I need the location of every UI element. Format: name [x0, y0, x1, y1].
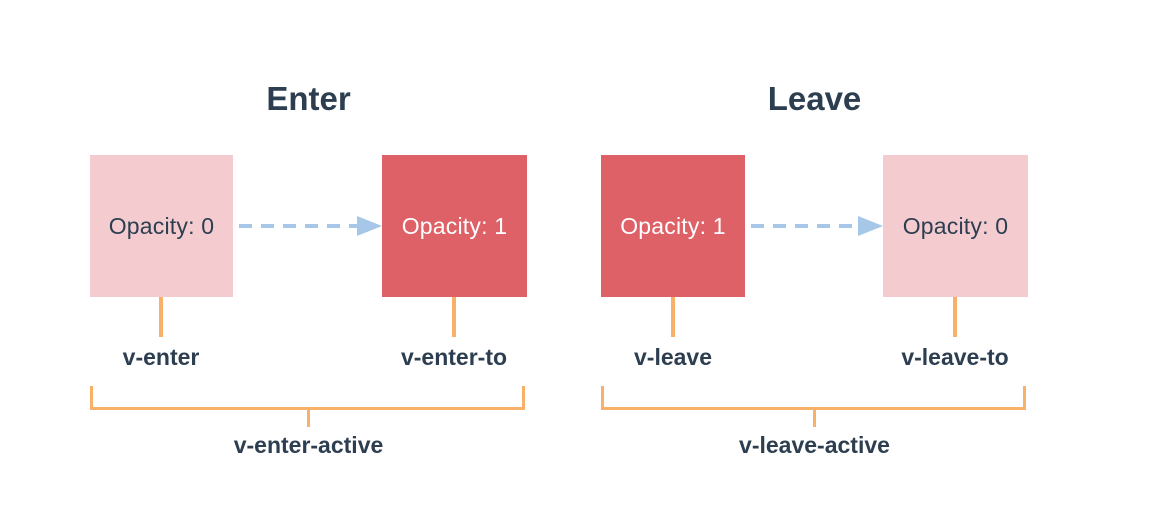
arrowhead-icon — [357, 216, 382, 236]
enter-transition-arrow-icon — [233, 155, 382, 297]
dashed-line — [751, 224, 858, 228]
bracket-left-end — [601, 386, 604, 410]
arrowhead-icon — [858, 216, 883, 236]
leave-transition-arrow-icon — [745, 155, 883, 297]
leave-section-title: Leave — [767, 80, 862, 117]
enter-section-title: Enter — [266, 80, 351, 117]
leave-end-connector-line — [953, 297, 957, 337]
v-enter-to-label: v-enter-to — [400, 344, 508, 370]
v-leave-to-label: v-leave-to — [901, 344, 1009, 370]
leave-active-bracket — [601, 407, 1026, 410]
leave-transition-section: Leave Opacity: 1 Opacity: 0 v-leave v-le… — [601, 80, 1028, 480]
dashed-line — [239, 224, 357, 228]
enter-start-state-box: Opacity: 0 — [90, 155, 233, 297]
bracket-right-end — [522, 386, 525, 410]
v-enter-label: v-enter — [122, 344, 200, 370]
enter-end-connector-line — [452, 297, 456, 337]
leave-end-opacity-label: Opacity: 0 — [902, 212, 1009, 239]
enter-end-opacity-label: Opacity: 1 — [401, 212, 508, 239]
bracket-left-end — [90, 386, 93, 410]
leave-start-connector-line — [671, 297, 675, 337]
bracket-center-tick — [306, 410, 310, 427]
leave-start-opacity-label: Opacity: 1 — [620, 212, 726, 239]
enter-active-bracket — [90, 407, 525, 410]
enter-start-connector-line — [159, 297, 163, 337]
bracket-center-tick — [812, 410, 816, 427]
bracket-right-end — [1023, 386, 1026, 410]
enter-end-state-box: Opacity: 1 — [382, 155, 527, 297]
enter-start-opacity-label: Opacity: 0 — [108, 212, 215, 239]
leave-start-state-box: Opacity: 1 — [601, 155, 745, 297]
enter-transition-section: Enter Opacity: 0 Opacity: 1 v-enter v-en… — [90, 80, 527, 480]
v-enter-active-label: v-enter-active — [233, 432, 384, 458]
leave-end-state-box: Opacity: 0 — [883, 155, 1028, 297]
v-leave-active-label: v-leave-active — [739, 432, 890, 458]
v-leave-label: v-leave — [633, 344, 713, 370]
